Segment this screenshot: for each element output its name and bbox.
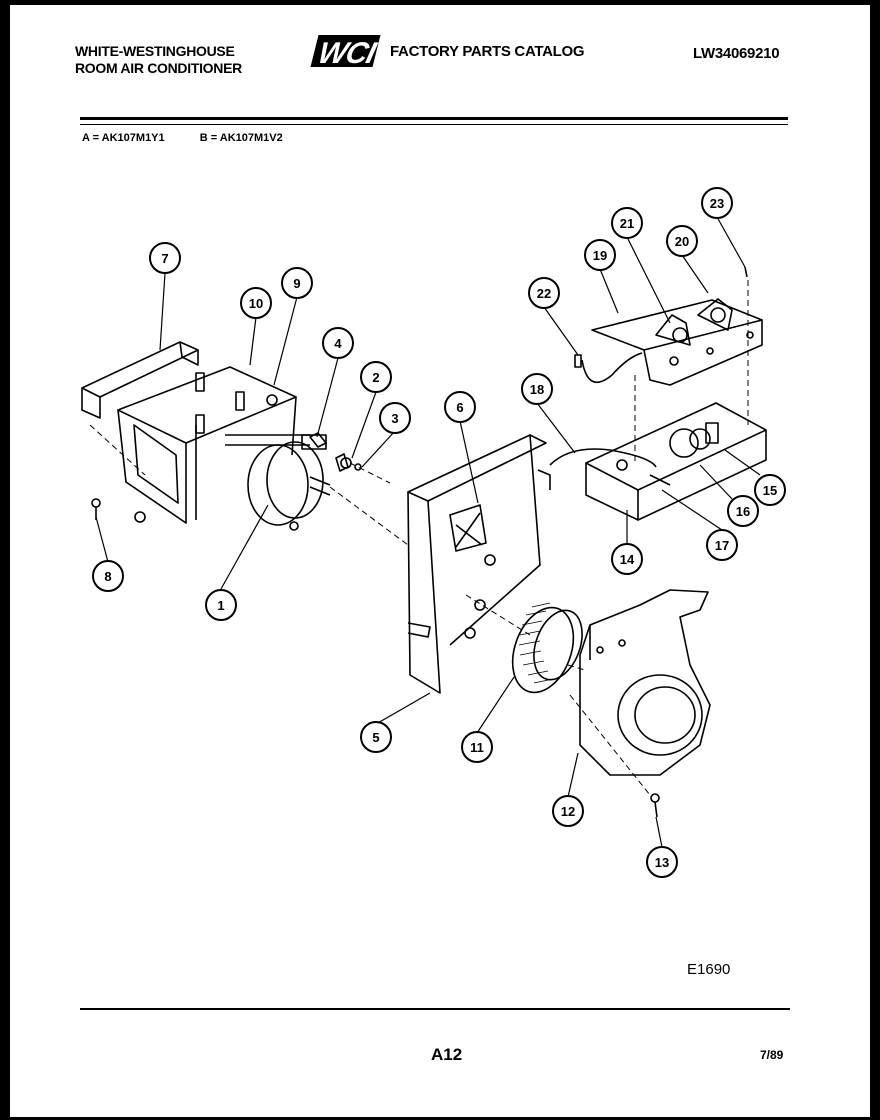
callout-22: 22 <box>528 277 560 309</box>
callout-12: 12 <box>552 795 584 827</box>
catalog-number: LW34069210 <box>693 45 780 62</box>
callout-8: 8 <box>92 560 124 592</box>
product-type: ROOM AIR CONDITIONER <box>75 60 242 76</box>
svg-text:20: 20 <box>675 234 689 249</box>
wci-logo: WCI <box>310 35 381 69</box>
svg-text:6: 6 <box>456 400 463 415</box>
callout-7: 7 <box>149 242 181 274</box>
svg-text:1: 1 <box>217 598 224 613</box>
callout-9: 9 <box>281 267 313 299</box>
part-screws <box>91 498 146 523</box>
svg-text:22: 22 <box>537 286 551 301</box>
part-housing-screw <box>650 793 660 818</box>
callout-11: 11 <box>461 731 493 763</box>
callout-16: 16 <box>727 495 759 527</box>
svg-text:11: 11 <box>470 740 484 755</box>
part-fan-motor <box>225 434 331 531</box>
assembly-lines <box>89 280 749 796</box>
svg-text:5: 5 <box>372 730 379 745</box>
svg-text:8: 8 <box>104 569 111 584</box>
svg-text:16: 16 <box>736 504 750 519</box>
svg-text:3: 3 <box>391 411 398 426</box>
exploded-parts-diagram: 1 2 3 4 5 6 7 8 9 10 11 12 13 14 15 16 1… <box>81 187 786 878</box>
callout-10: 10 <box>240 287 272 319</box>
svg-text:13: 13 <box>655 855 669 870</box>
callout-23: 23 <box>701 187 733 219</box>
catalog-title: FACTORY PARTS CATALOG <box>390 43 585 60</box>
callout-15: 15 <box>754 474 786 506</box>
svg-text:2: 2 <box>372 370 379 385</box>
model-a: A = AK107M1Y1 <box>82 132 165 144</box>
svg-text:21: 21 <box>620 216 634 231</box>
date-code: 7/89 <box>760 1048 784 1062</box>
callout-1: 1 <box>205 589 237 621</box>
svg-text:19: 19 <box>593 248 607 263</box>
svg-text:7: 7 <box>161 251 168 266</box>
callout-17: 17 <box>706 529 738 561</box>
callout-6: 6 <box>444 391 476 423</box>
part-top-bracket <box>81 341 199 419</box>
svg-text:15: 15 <box>763 483 777 498</box>
brand-block: WHITE-WESTINGHOUSE ROOM AIR CONDITIONER <box>75 43 242 77</box>
callout-4: 4 <box>322 327 354 359</box>
logo-text: WCI <box>315 36 380 69</box>
part-shroud <box>407 434 551 694</box>
page-number: A12 <box>431 1045 463 1064</box>
callout-20: 20 <box>666 225 698 257</box>
svg-text:9: 9 <box>293 276 300 291</box>
svg-text:4: 4 <box>334 336 342 351</box>
drawing-code: E1690 <box>687 961 731 978</box>
callout-21: 21 <box>611 207 643 239</box>
part-blower-wheel <box>511 602 583 694</box>
catalog-page: WHITE-WESTINGHOUSE ROOM AIR CONDITIONER … <box>10 5 870 1117</box>
part-control-bracket <box>591 298 763 386</box>
callout-2: 2 <box>360 361 392 393</box>
footer-rule <box>80 1008 790 1010</box>
part-scroll-housing <box>579 589 711 776</box>
callout-5: 5 <box>360 721 392 753</box>
part-capacitor-wire <box>549 448 657 468</box>
callout-18: 18 <box>521 373 553 405</box>
part-clip-and-nut <box>309 432 362 472</box>
callout-14: 14 <box>611 543 643 575</box>
leader-lines <box>95 216 761 848</box>
svg-text:14: 14 <box>620 552 635 567</box>
svg-text:12: 12 <box>561 804 575 819</box>
part-control-box <box>585 402 767 521</box>
model-b: B = AK107M1V2 <box>199 132 283 144</box>
part-wire-lead <box>574 352 643 384</box>
header-rule-thin <box>80 124 788 125</box>
callout-3: 3 <box>379 402 411 434</box>
svg-text:18: 18 <box>530 382 544 397</box>
brand-name: WHITE-WESTINGHOUSE <box>75 43 235 59</box>
svg-text:17: 17 <box>715 538 729 553</box>
svg-text:23: 23 <box>710 196 724 211</box>
part-bracket-screw <box>744 266 748 278</box>
callout-19: 19 <box>584 239 616 271</box>
model-legend: A = AK107M1Y1 B = AK107M1V2 <box>82 132 315 144</box>
callout-13: 13 <box>646 846 678 878</box>
svg-text:10: 10 <box>249 296 263 311</box>
header-rule-thick <box>80 117 788 120</box>
callouts: 1 2 3 4 5 6 7 8 9 10 11 12 13 14 15 16 1… <box>92 187 786 878</box>
